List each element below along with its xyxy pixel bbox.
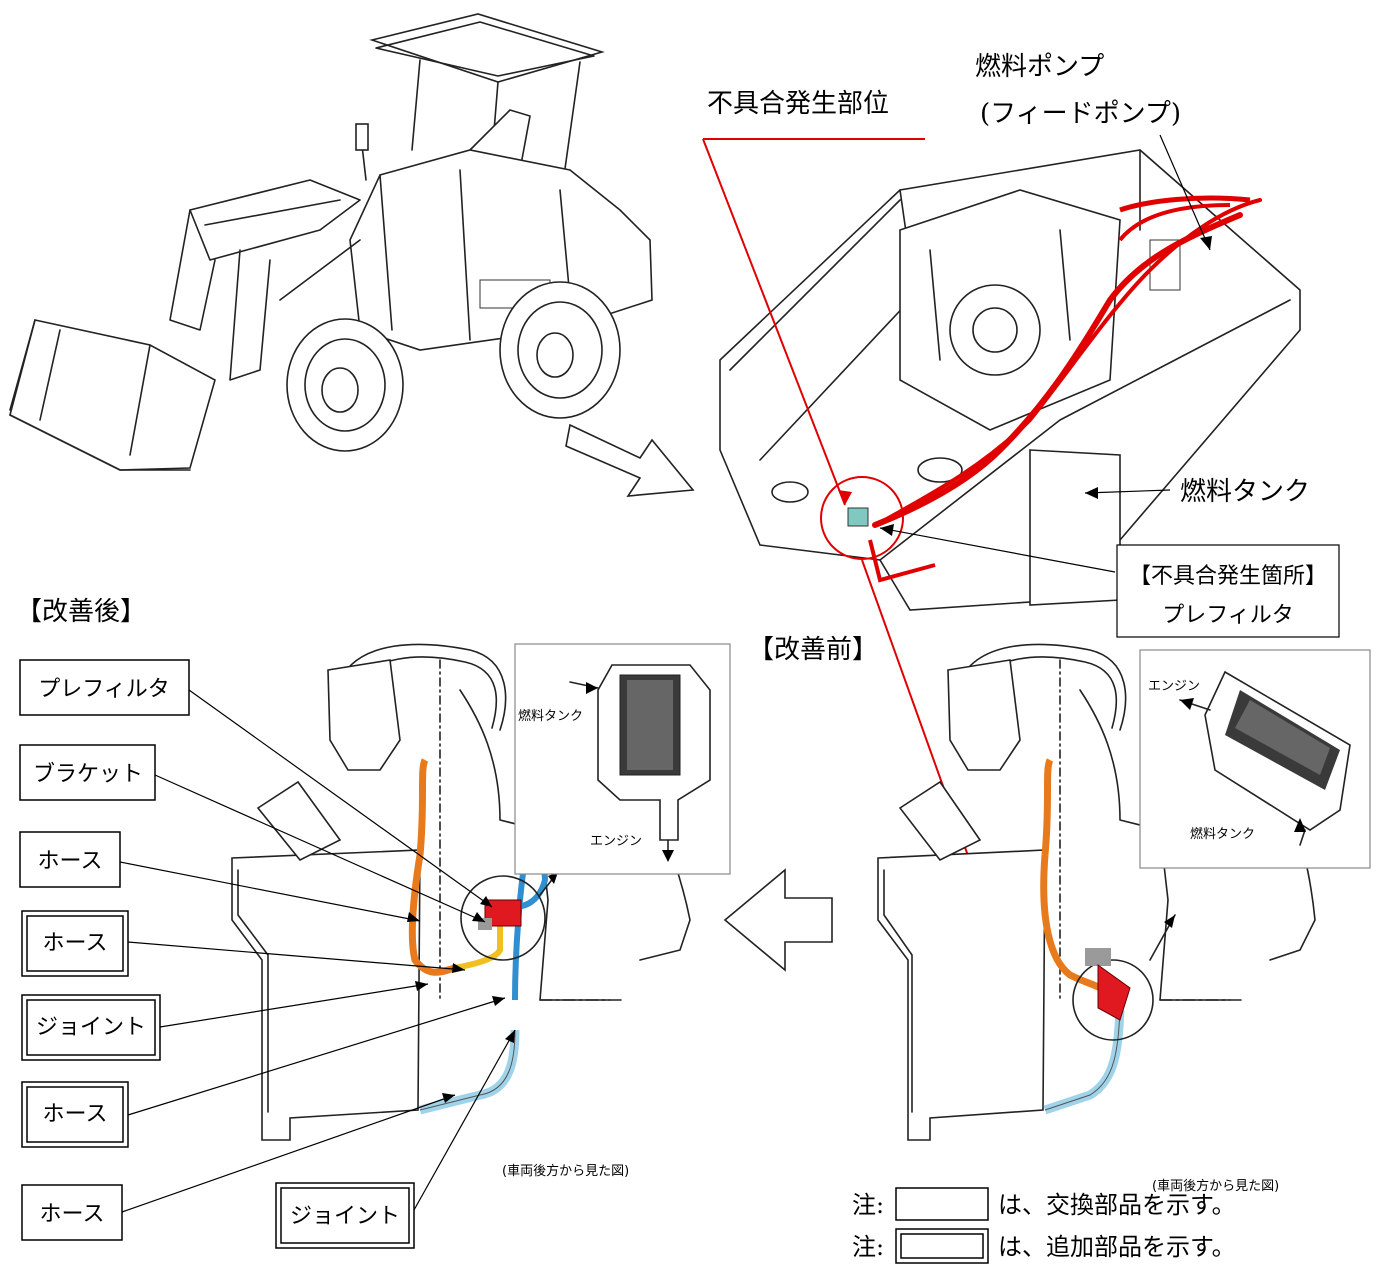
- before-title: 【改善前】: [748, 635, 878, 665]
- prefilter-marker: [847, 507, 869, 527]
- wheel-loader-illustration: [9, 13, 653, 471]
- legend: 注: は、交換部品を示す。 注: は、追加部品を示す。: [852, 1187, 1236, 1264]
- part-label-joint-1: ジョイント: [36, 1015, 146, 1040]
- part-label-hose-4: ホース: [40, 1202, 105, 1227]
- inset-after-tank-label: 燃料タンク: [518, 708, 583, 724]
- legend-single-box: [895, 1187, 989, 1221]
- legend-replace-text: は、交換部品を示す。: [998, 1191, 1236, 1219]
- legend-prefix-replace: 注:: [852, 1191, 884, 1219]
- part-label-hose-1: ホース: [38, 849, 103, 874]
- before-view: [877, 643, 1316, 1141]
- defect-box-title: 【不具合発生箇所】: [1129, 564, 1327, 589]
- part-label-joint-2: ジョイント: [290, 1204, 400, 1229]
- part-label-hose-3: ホース: [43, 1102, 108, 1127]
- after-view: [231, 643, 691, 1141]
- before-to-after-arrow: [723, 868, 833, 972]
- fuel-pump-sub-label: (フィードポンプ): [980, 99, 1181, 129]
- legend-prefix-add: 注:: [852, 1233, 884, 1261]
- defect-part-box: [1116, 544, 1340, 638]
- after-view-caption: (車両後方から見た図): [502, 1163, 629, 1179]
- defect-location-label: 不具合発生部位: [707, 89, 889, 119]
- part-label-bracket: ブラケット: [33, 762, 143, 787]
- defect-box-part: プレフィルタ: [1162, 603, 1294, 628]
- part-callouts: プレフィルタ ブラケット ホース ホース ジョイント ホース ホース: [19, 659, 516, 1249]
- before-view-caption: (車両後方から見た図): [1152, 1178, 1279, 1194]
- part-label-prefilter: プレフィルタ: [38, 677, 170, 702]
- part-label-hose-2: ホース: [43, 931, 108, 956]
- fuel-tank-label: 燃料タンク: [1180, 477, 1310, 507]
- chassis-illustration: [719, 149, 1301, 611]
- to-chassis-arrow: [565, 423, 695, 497]
- after-inset: 燃料タンク エンジン: [514, 643, 731, 875]
- after-title: 【改善後】: [16, 597, 146, 627]
- inset-before-engine-label: エンジン: [1148, 679, 1200, 694]
- defect-circle: [820, 476, 904, 560]
- before-inset: エンジン 燃料タンク: [1139, 649, 1371, 869]
- inset-after-engine-label: エンジン: [590, 834, 642, 849]
- legend-add-text: は、追加部品を示す。: [998, 1233, 1236, 1261]
- inset-before-tank-label: 燃料タンク: [1190, 826, 1255, 842]
- fuel-pump-label: 燃料ポンプ: [975, 52, 1104, 82]
